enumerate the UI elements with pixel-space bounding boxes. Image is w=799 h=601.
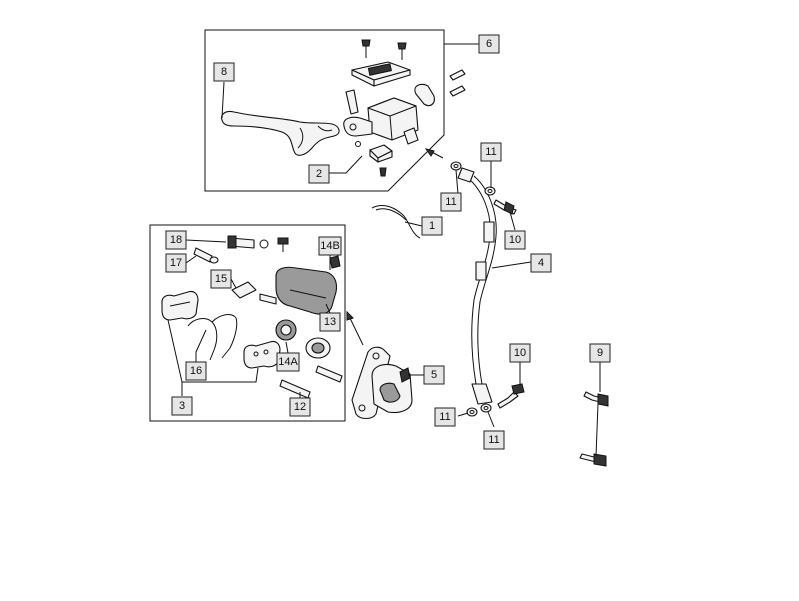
callout-10-lower: 10 [509,343,531,363]
callout-5: 5 [423,365,445,385]
callout-3: 3 [171,396,193,416]
callout-11-bottom: 11 [483,430,505,450]
brake-pad-right-illustration [243,340,281,369]
callout-11-upper-left: 11 [440,192,462,212]
callout-18: 18 [165,230,187,250]
caliper-body-illustration [275,255,341,315]
brake-hose-illustration [457,167,497,405]
callout-label: 14B [320,240,340,252]
callout-17: 17 [165,253,187,273]
washers-and-bolts-illustration [450,161,609,467]
callout-label: 10 [514,347,526,359]
callout-label: 17 [170,257,182,269]
pad-clip-illustration [231,281,277,305]
pad-spring-illustration [187,314,238,361]
caliper-kit-frame [149,224,346,422]
callout-label: 16 [190,365,202,377]
callout-label: 3 [179,400,185,412]
callout-label: 12 [294,401,306,413]
brake-pad-left-illustration [161,290,199,321]
callout-label: 6 [486,38,492,50]
callout-6: 6 [478,34,500,54]
callout-13: 13 [319,312,341,332]
brake-light-switch-illustration [355,141,393,177]
piston-seals-illustration [275,319,331,359]
callout-label: 14A [278,356,298,368]
arrow-to-caliper [348,315,364,346]
callout-4: 4 [530,253,552,273]
callout-14A: 14A [276,352,300,372]
callout-label: 9 [597,347,603,359]
callout-label: 4 [538,257,544,269]
callout-16: 16 [185,361,207,381]
callout-1: 1 [421,216,443,236]
callout-label: 1 [429,220,435,232]
screws-top-illustration [361,39,466,97]
callout-label: 2 [316,168,322,180]
guide-pins-illustration [193,235,343,399]
caliper-assembly-illustration [351,346,413,420]
callout-2: 2 [308,164,330,184]
master-cylinder-group-frame [204,29,445,192]
callout-label: 15 [215,273,227,285]
callout-label: 10 [509,234,521,246]
callout-15: 15 [210,269,232,289]
callout-8: 8 [213,62,235,82]
bleed-screw-illustration [277,237,289,252]
callout-label: 13 [324,316,336,328]
callout-9: 9 [589,343,611,363]
callout-10-upper: 10 [504,230,526,250]
callout-12: 12 [289,397,311,417]
callout-label: 5 [431,369,437,381]
callout-label: 8 [221,66,227,78]
callout-label: 18 [170,234,182,246]
callout-label: 11 [488,434,499,446]
reservoir-cover-illustration [351,61,411,87]
master-cylinder-body-illustration [343,83,435,145]
callout-label: 11 [445,196,456,208]
callout-label: 11 [439,411,450,423]
switch-cable-illustration [371,205,421,239]
callout-label: 11 [485,146,496,158]
callout-11-lower-left: 11 [434,407,456,427]
brake-lever-illustration [221,110,340,156]
leader-lines [167,43,601,457]
callout-14B: 14B [318,236,342,256]
callout-11-top: 11 [480,142,502,162]
